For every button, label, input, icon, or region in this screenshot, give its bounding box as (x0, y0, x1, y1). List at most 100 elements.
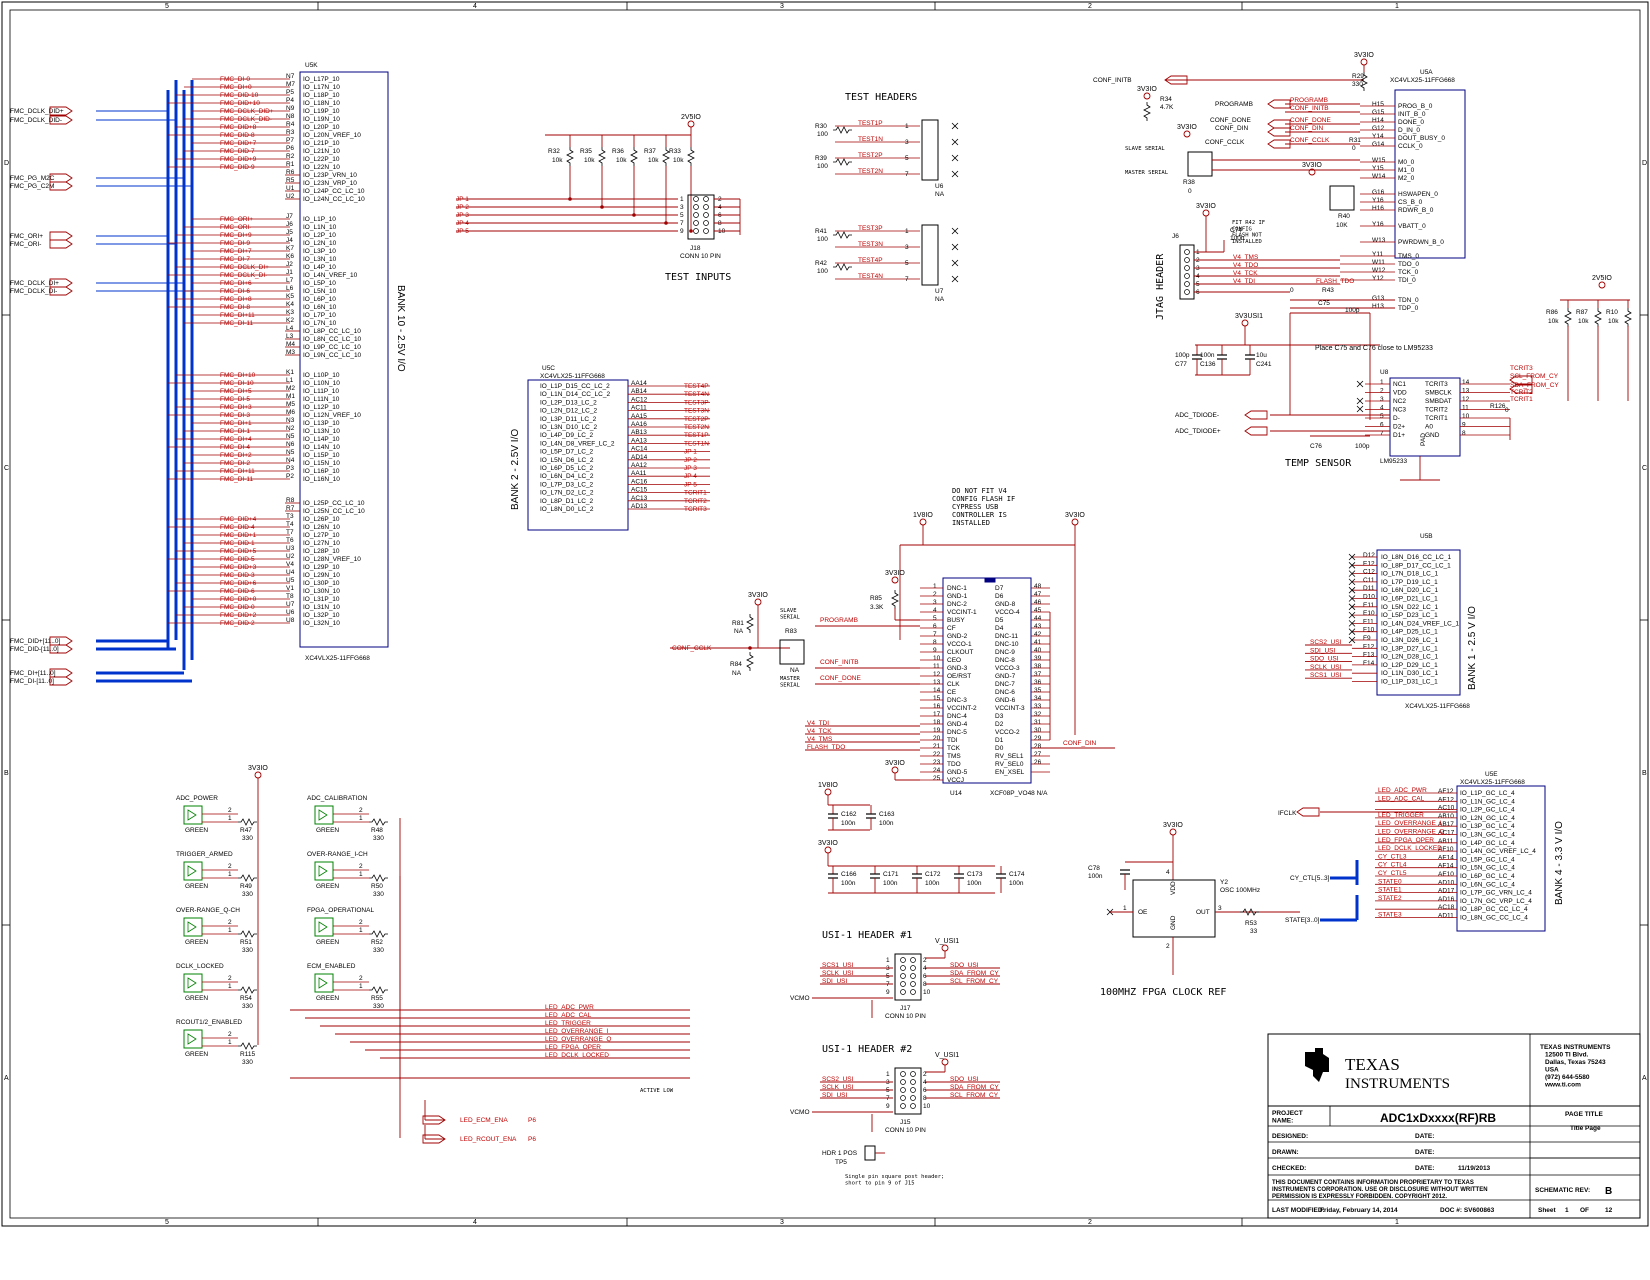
led-color: GREEN (316, 827, 339, 834)
led-body (314, 917, 334, 937)
test-input-net: JP 5 (456, 228, 469, 235)
u5a-r34-rail-circle (1143, 92, 1151, 100)
led-name: ADC_CALIBRATION (307, 795, 368, 802)
u7-resistor (833, 263, 852, 271)
led-symbol (187, 865, 197, 877)
u5k-signal: FMC_DI-9 (220, 240, 250, 247)
usi-header1-pin: 3 (886, 965, 890, 972)
u5k-pad: L4 (286, 325, 294, 332)
j6-pin: 3 (1196, 265, 1200, 272)
test-headers-title: TEST HEADERS (845, 92, 917, 103)
led-pin-num: 2 (228, 919, 232, 926)
j18-ref: J18 (690, 245, 701, 252)
u6-res-val: 100 (817, 131, 828, 138)
u5b-bank-label: BANK 1 - 2.5 V I/O (1467, 606, 1478, 690)
r34-symbol (1143, 102, 1151, 121)
u5c-signal: TCRIT3 (684, 506, 707, 513)
y2-out: OUT (1196, 909, 1210, 916)
u5b-pad: E11 (1363, 602, 1374, 609)
u14-left-pin: DNC-1 (947, 585, 967, 592)
u5k-io-name: IO_L13P_10 (303, 420, 340, 427)
u8-right-pin: SMBCLK (1425, 390, 1452, 397)
u5c-pad: AD13 (631, 503, 648, 510)
u5c-io-name: IO_L2P_D13_LC_2 (540, 399, 597, 406)
x-stroke (1356, 405, 1364, 413)
company-line: Dallas, Texas 75243 (1545, 1059, 1606, 1066)
frame-row-left: B (4, 770, 9, 777)
temp-right-net: SDA_FROM_CY (1510, 382, 1559, 389)
j6-pad (1184, 249, 1190, 255)
usi-header2-right-net: SCL_FROM_CY (950, 1092, 999, 1099)
led-rail-label: 3V3IO (248, 765, 268, 772)
fmc-connector-name: FMC_DI+[11..0] (10, 670, 56, 677)
u5a-pin-name: VBATT_0 (1398, 223, 1426, 230)
u6-body (921, 119, 939, 181)
u5a-jtag-pad: W11 (1372, 259, 1385, 266)
u5k-signal: FMC_DI-11 (220, 476, 253, 483)
u5a-pin-name: M2_0 (1398, 175, 1415, 182)
fmc-connector-labels: FMC_DCLK_DID+FMC_DCLK_DID-FMC_PG_M2CFMC_… (10, 106, 192, 686)
j18-pad (703, 212, 709, 218)
led-net: LED_ADC_CAL (545, 1012, 592, 1019)
led-pin-num: 1 (228, 1039, 232, 1046)
led-rcout-net: LED_RCOUT_ENA (460, 1136, 517, 1143)
u5k-signal: FMC_DID+2 (220, 612, 257, 619)
u5a-part: XC4VLX25-11FFG668 (1390, 77, 1455, 84)
usi-header1-pin: 1 (886, 957, 890, 964)
u14-right-num: 42 (1034, 631, 1042, 638)
decap-rail-3v3-circle (824, 846, 832, 854)
u14-left-pin: TCK (947, 745, 961, 752)
usi-header2-rail-label: V_USI1 (935, 1052, 959, 1059)
fmc-connector-tag (49, 636, 73, 646)
r84-symbol (746, 652, 754, 671)
u5c-pad: AB14 (631, 388, 647, 395)
temp-rail-label: 3V3USI1 (1235, 313, 1263, 320)
jtag-header-block: JTAG HEADERJ61234563V3IOC74100nV4_TMSV4_… (1155, 203, 1354, 320)
usi-header1-pad (900, 973, 906, 979)
u8-left-num: 6 (1380, 422, 1384, 429)
u5k-io-name: IO_L5N_10 (303, 288, 337, 295)
u14-right-pin: VCCO-2 (995, 729, 1020, 736)
u8-left-pin: NC2 (1393, 398, 1406, 405)
r29-val: 330 (1352, 81, 1363, 88)
u14-right-num: 45 (1034, 607, 1042, 614)
led-body (183, 1029, 203, 1049)
u14-right-pin: VCCO-3 (995, 665, 1020, 672)
u5k-pad: U4 (286, 569, 295, 576)
temp-pullup-res (1564, 308, 1572, 327)
fmc-connector-name: FMC_DCLK_DI- (10, 288, 57, 295)
u14-right-pin: EN_XSEL (995, 769, 1025, 776)
decap-3v3-cap (828, 873, 838, 879)
u5e-signal: CY_CTL3 (1378, 853, 1407, 860)
temp-pullup-rail-label: 2V5IO (1592, 275, 1612, 282)
r31-ref: R31 (1349, 137, 1361, 144)
u5k-io-name: IO_L25P_CC_LC_10 (303, 500, 365, 507)
programb-net: PROGRAMB (820, 617, 858, 624)
usi-header1-right-net: SDA_FROM_CY (950, 970, 999, 977)
sheet-total: 12 (1605, 1207, 1613, 1214)
no-connect-x (951, 243, 959, 251)
u8-left-pin: D2+ (1393, 424, 1405, 431)
u8-right-num: 8 (1462, 430, 1466, 437)
u5k-pad: L3 (286, 333, 294, 340)
led-res-ref: R54 (240, 995, 252, 1002)
u5k-signal: FMC_DID+6 (220, 580, 257, 587)
usi-header1-pad (910, 981, 916, 987)
u8-right-num: 9 (1462, 422, 1466, 429)
u5k-signal: FMC_DID+5 (220, 548, 257, 555)
no-connect-x (951, 154, 959, 162)
u14-right-pin: DNC-7 (995, 681, 1015, 688)
temp-cap-val: 100p (1175, 352, 1190, 359)
notice: THIS DOCUMENT CONTAINS INFORMATION PROPR… (1272, 1180, 1488, 1200)
u14-left-num: 14 (933, 687, 941, 694)
r29-ref: R29 (1352, 73, 1364, 80)
u5c-signal: TEST2N (684, 424, 709, 431)
led-pin-num: 1 (359, 983, 363, 990)
temp-pullup-val: 10k (1608, 318, 1619, 325)
c78-symbol (1120, 869, 1130, 875)
u5a-jtag-pin: TDO_0 (1398, 261, 1419, 268)
osc-rail-label: 3V3IO (1163, 822, 1183, 829)
u5e-signal: LED_OVERRANGE_Q (1378, 829, 1444, 836)
